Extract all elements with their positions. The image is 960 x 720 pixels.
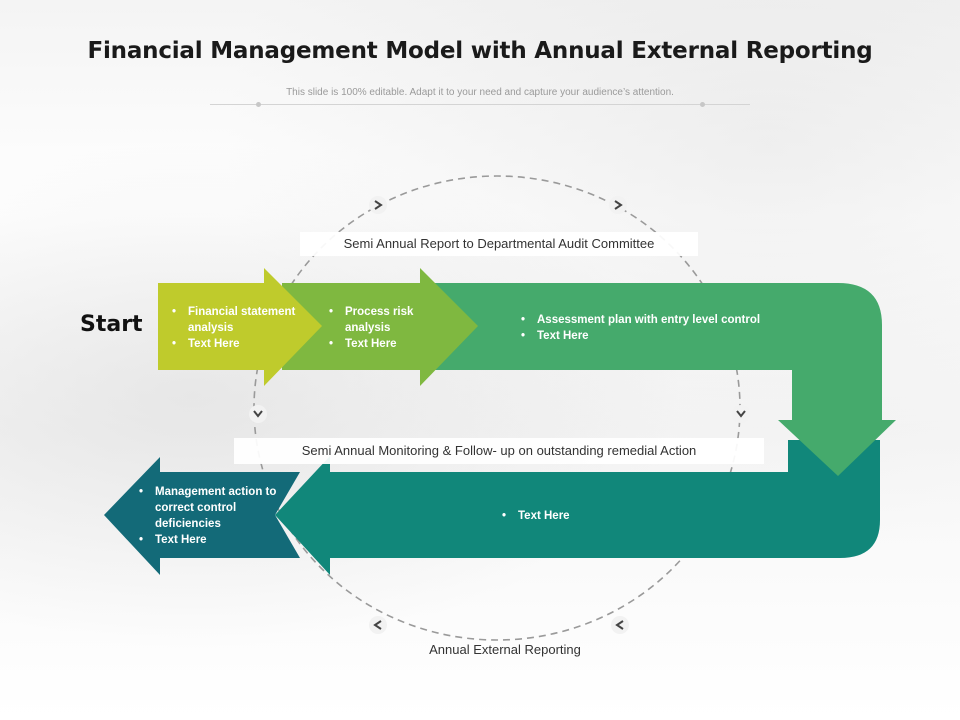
chevron-right-icon bbox=[609, 196, 627, 214]
page-title: Financial Management Model with Annual E… bbox=[87, 38, 873, 64]
step-1-bullet: Text Here bbox=[170, 336, 320, 352]
subtitle-divider bbox=[210, 104, 750, 105]
step-2-text: Process risk analysis Text Here bbox=[327, 304, 427, 352]
chevron-down-icon bbox=[732, 405, 750, 423]
step-5-bullet: Management action to correct control def… bbox=[137, 484, 297, 532]
chevron-right-icon bbox=[369, 196, 387, 214]
cycle-label-middle: Semi Annual Monitoring & Follow- up on o… bbox=[234, 438, 764, 464]
chevron-left-icon bbox=[369, 616, 387, 634]
cycle-label-bottom: Annual External Reporting bbox=[429, 642, 581, 657]
step-3-bullet: Text Here bbox=[519, 328, 819, 344]
step-2-bullet: Process risk analysis bbox=[327, 304, 427, 336]
start-label: Start bbox=[80, 312, 143, 337]
step-5-bullet: Text Here bbox=[137, 532, 297, 548]
step-5-text: Management action to correct control def… bbox=[137, 484, 297, 548]
chevron-left-icon bbox=[611, 616, 629, 634]
step-2-bullet: Text Here bbox=[327, 336, 427, 352]
step-3-text: Assessment plan with entry level control… bbox=[519, 312, 819, 344]
chevron-down-icon bbox=[249, 405, 267, 423]
step-3-bullet: Assessment plan with entry level control bbox=[519, 312, 819, 328]
cycle-label-top: Semi Annual Report to Departmental Audit… bbox=[300, 232, 698, 256]
step-1-bullet: Financial statement analysis bbox=[170, 304, 320, 336]
divider-dot bbox=[700, 102, 705, 107]
divider-dot bbox=[256, 102, 261, 107]
page-subtitle: This slide is 100% editable. Adapt it to… bbox=[286, 87, 674, 98]
step-1-text: Financial statement analysis Text Here bbox=[170, 304, 320, 352]
step-4-bullet: Text Here bbox=[500, 508, 620, 524]
step-4-text: Text Here bbox=[500, 508, 620, 524]
